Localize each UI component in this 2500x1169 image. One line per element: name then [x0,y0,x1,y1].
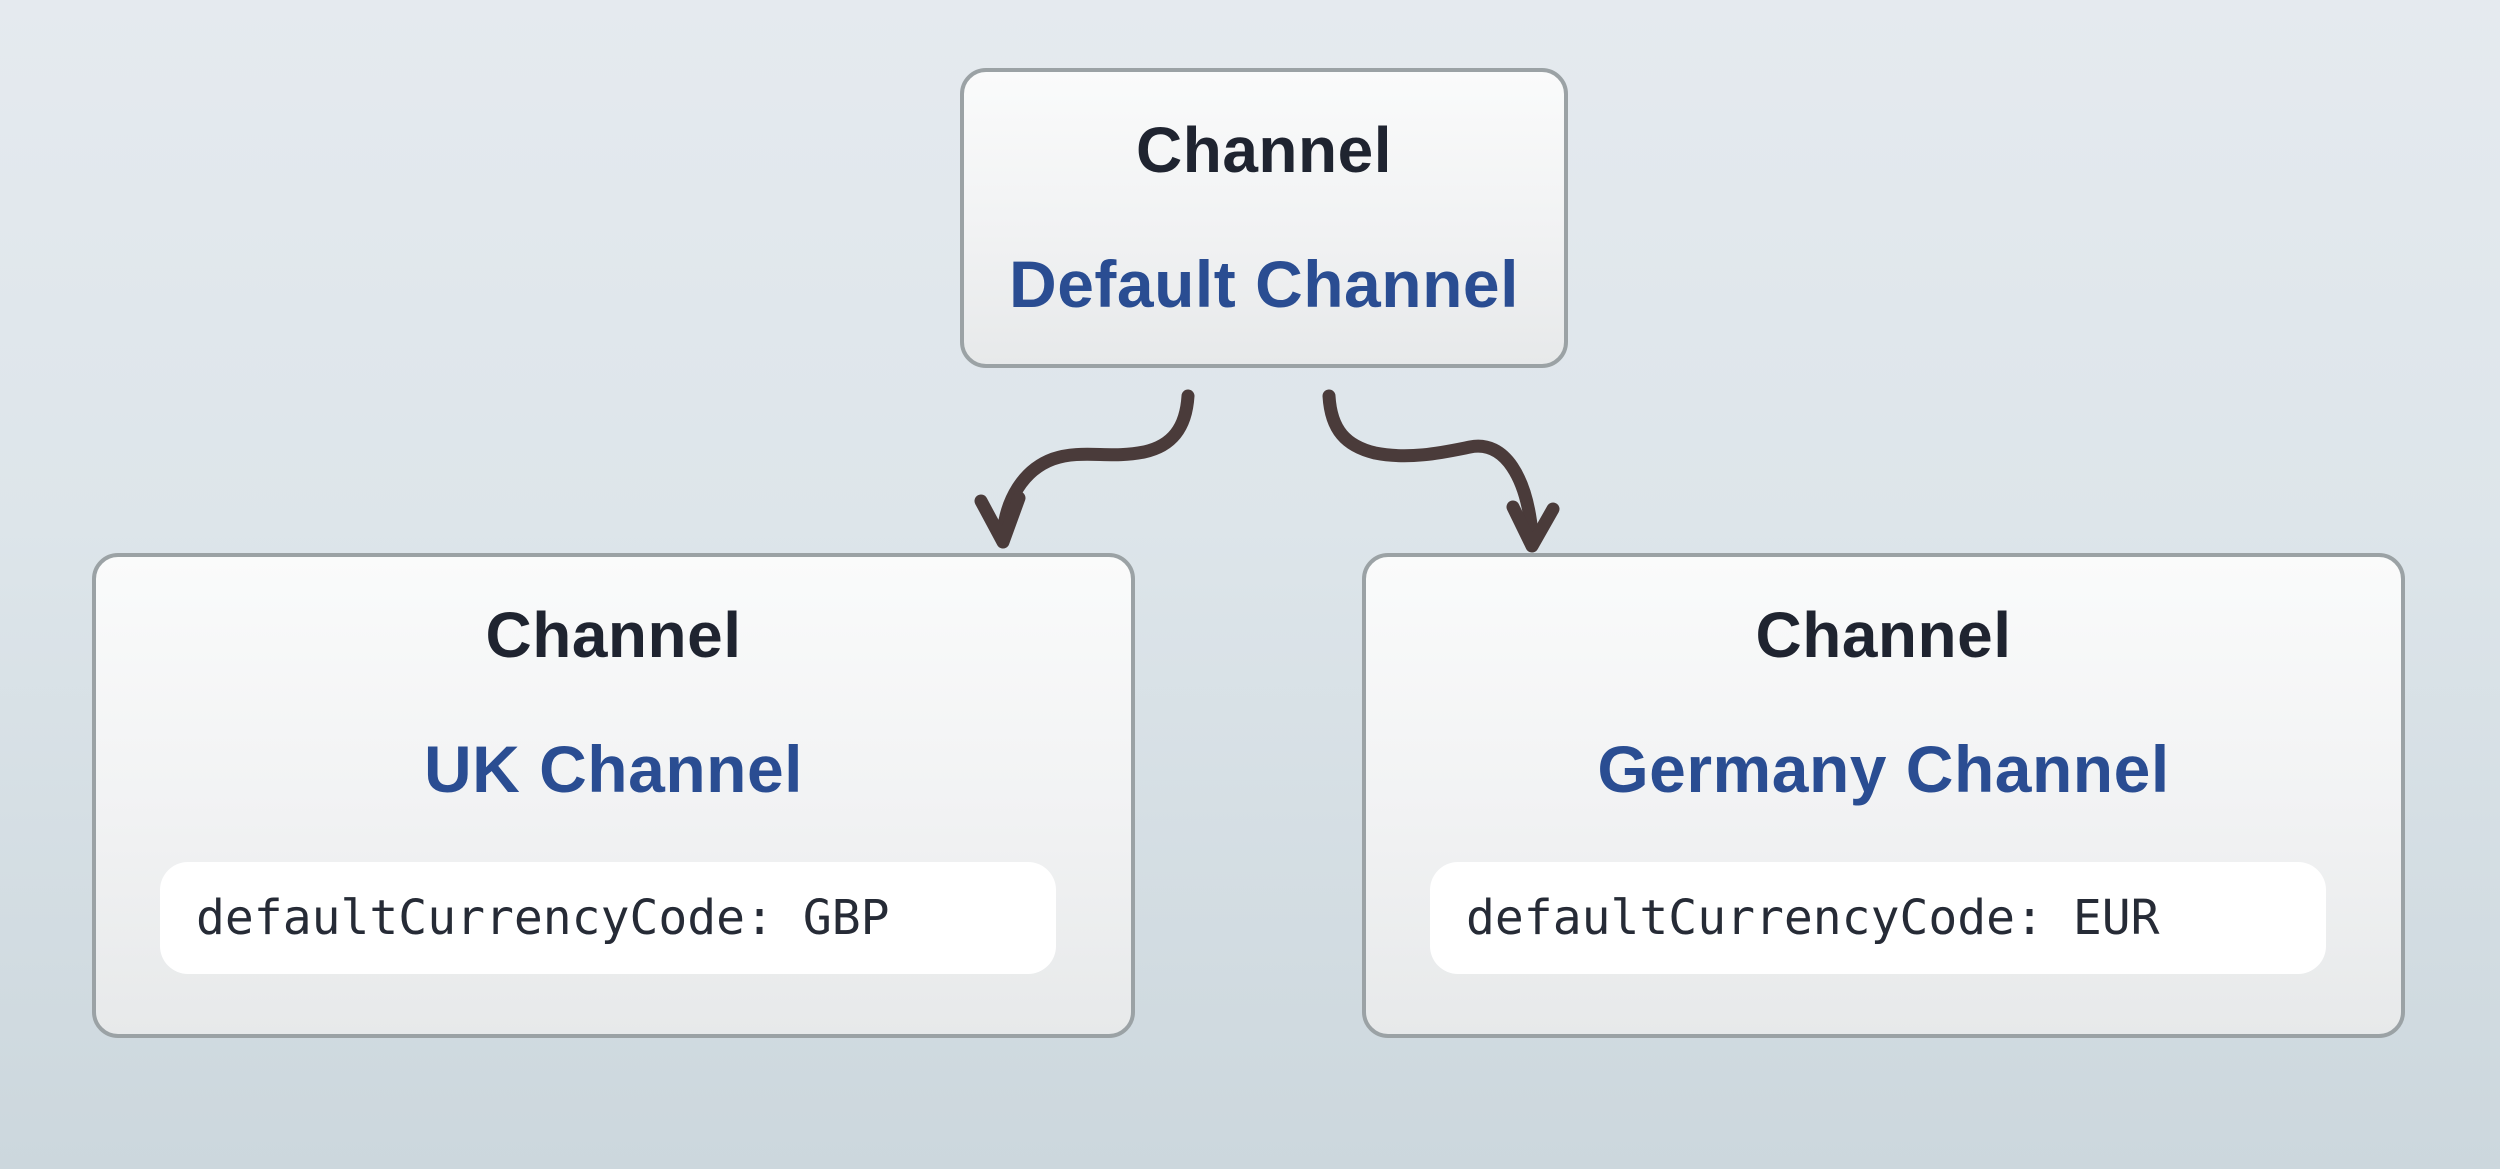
node-type-label: Channel [1755,599,2012,671]
node-uk-channel: Channel UK Channel defaultCurrencyCode: … [92,553,1135,1038]
arrowhead-uk [974,491,1026,549]
currency-code-text: defaultCurrencyCode: GBP [196,890,890,946]
node-name-label: Default Channel [1009,247,1519,321]
node-germany-channel: Channel Germany Channel defaultCurrencyC… [1362,553,2405,1038]
arrowhead-germany [1506,500,1560,553]
node-name-label: UK Channel [423,732,804,806]
node-default-channel: Channel Default Channel [960,68,1568,368]
arrow-default-to-germany [1322,389,1560,553]
currency-code-pill: defaultCurrencyCode: EUR [1430,862,2326,974]
node-type-label: Channel [485,599,742,671]
node-type-label: Channel [1136,114,1392,186]
currency-code-text: defaultCurrencyCode: EUR [1466,890,2160,946]
node-name-label: Germany Channel [1597,732,2170,806]
currency-code-pill: defaultCurrencyCode: GBP [160,862,1056,974]
arrow-default-to-uk [974,389,1195,549]
